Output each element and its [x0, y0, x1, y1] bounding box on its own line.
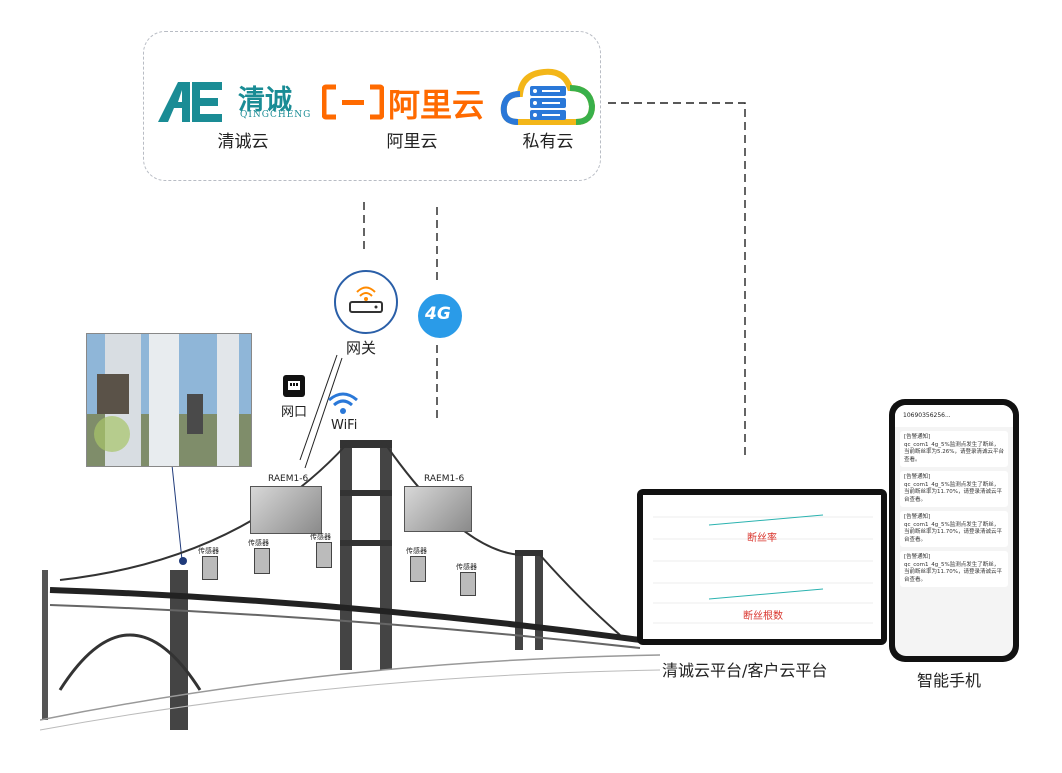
- private-cloud-label: 私有云: [522, 132, 574, 152]
- bridge-illustration: [40, 440, 660, 731]
- sms-title-1: [告警通知]: [904, 434, 931, 440]
- sensor-label-5: 传感器: [456, 563, 477, 571]
- photo-pointer-line: [171, 464, 183, 561]
- smartphone: 10690356256... [告警通知] qc_com1_4g_5%监测点发生…: [889, 399, 1019, 662]
- qingcheng-logo-subtitle: QINGCHENG: [240, 110, 312, 120]
- sms-body-1: qc_com1_4g_5%监测点发生了断丝，当前断丝率为5.26%，请登录清诚云…: [904, 441, 1004, 463]
- sms-body-4: qc_com1_4g_5%监测点发生了断丝，当前断丝率为11.70%，请登录清诚…: [904, 561, 1002, 583]
- wifi-icon: [326, 390, 360, 420]
- photo-pointer-dot: [179, 557, 187, 565]
- sms-body-2: qc_com1_4g_5%监测点发生了断丝，当前断丝率为11.70%，请登录清诚…: [904, 481, 1002, 503]
- sensor-1: [202, 556, 218, 580]
- sensor-5: [460, 572, 476, 596]
- wifi-label: WiFi: [331, 418, 358, 433]
- aliyun-logo-icon: [321, 84, 385, 124]
- sms-message-3: [告警通知] qc_com1_4g_5%监测点发生了断丝，当前断丝率为11.70…: [900, 511, 1008, 547]
- raem-label-left: RAEM1-6: [268, 474, 309, 484]
- sms-message-1: [告警通知] qc_com1_4g_5%监测点发生了断丝，当前断丝率为5.26%…: [900, 431, 1008, 467]
- wifi-link-line: [304, 357, 343, 469]
- aliyun-cloud-label: 阿里云: [386, 132, 438, 152]
- cloud-providers-box: [143, 31, 601, 181]
- platform-link-line: [608, 102, 746, 458]
- sensor-3: [316, 542, 332, 568]
- port-link-line: [299, 354, 338, 461]
- fourg-icon: 4G: [418, 294, 462, 338]
- sensor-label-4: 传感器: [406, 547, 427, 555]
- platform-charts: [653, 514, 873, 624]
- platform-label: 清诚云平台/客户云平台: [662, 661, 828, 680]
- aliyun-logo-text: 阿里云: [388, 86, 485, 124]
- sms-title-4: [告警通知]: [904, 554, 931, 560]
- installation-photo: [86, 333, 252, 467]
- ethernet-port-icon: [283, 375, 305, 397]
- fourg-label: 4G: [425, 304, 451, 324]
- sensor-2: [254, 548, 270, 574]
- platform-screen: 断丝率 断丝根数: [637, 489, 887, 645]
- qingcheng-logo-text: 清诚: [238, 85, 292, 116]
- sms-body-3: qc_com1_4g_5%监测点发生了断丝，当前断丝率为11.70%，请登录清诚…: [904, 521, 1002, 543]
- chart-title-break-count: 断丝根数: [743, 611, 783, 622]
- sms-message-4: [告警通知] qc_com1_4g_5%监测点发生了断丝，当前断丝率为11.70…: [900, 551, 1008, 587]
- sensor-label-2: 传感器: [248, 539, 269, 547]
- sensor-4: [410, 556, 426, 582]
- raem-label-right: RAEM1-6: [424, 474, 465, 484]
- phone-label: 智能手机: [917, 671, 982, 690]
- raem-device-right: [404, 486, 472, 532]
- sensor-label-1: 传感器: [198, 547, 219, 555]
- qingcheng-cloud-label: 清诚云: [217, 132, 269, 152]
- private-cloud-icon: [500, 64, 596, 134]
- gateway-icon: [334, 270, 398, 334]
- phone-header: 10690356256...: [895, 405, 1013, 427]
- raem-device-left: [250, 486, 322, 534]
- gateway-label: 网关: [346, 339, 377, 357]
- port-label: 网口: [281, 405, 308, 420]
- ae-logo-mark: [158, 82, 222, 122]
- sensor-label-3: 传感器: [310, 533, 331, 541]
- sms-title-2: [告警通知]: [904, 474, 931, 480]
- qingcheng-logo: [156, 78, 236, 128]
- chart-title-break-rate: 断丝率: [747, 533, 777, 544]
- sms-message-2: [告警通知] qc_com1_4g_5%监测点发生了断丝，当前断丝率为11.70…: [900, 471, 1008, 507]
- sms-title-3: [告警通知]: [904, 514, 931, 520]
